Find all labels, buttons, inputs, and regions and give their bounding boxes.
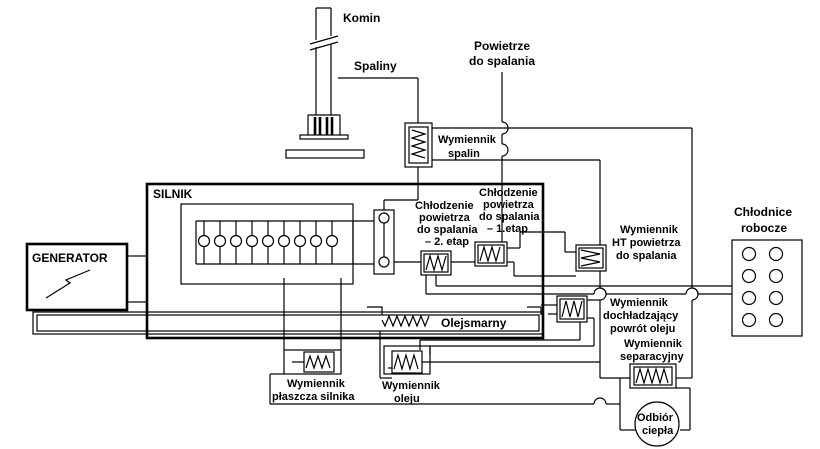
chimney	[285, 7, 365, 159]
label-chl2-1: Chłodzenie	[415, 200, 474, 212]
charge-air-cooler-stage-1	[474, 241, 508, 267]
label-generator: GENERATOR	[32, 251, 108, 265]
exhaust-hx-pipes	[432, 127, 699, 378]
exhaust-heat-exchanger	[404, 122, 433, 168]
label-chl1-1: Chłodzenie	[479, 187, 538, 199]
label-chlodnice-2: robocze	[741, 221, 787, 235]
label-wym-oleju-2: oleju	[394, 393, 420, 405]
label-chl2-2: powietrza	[419, 212, 471, 224]
label-chl1-2: powietrza	[483, 199, 535, 211]
label-spaliny: Spaliny	[354, 59, 397, 73]
label-powietrze-1: Powietrze	[474, 39, 530, 53]
label-odbior-1: Odbiór	[637, 412, 674, 424]
label-chl1-3: do spalania	[479, 211, 540, 223]
oil-heat-exchanger	[379, 331, 600, 379]
label-chl1-4: – 1.etap	[487, 223, 528, 235]
label-powietrze-2: do spalania	[469, 54, 535, 68]
air-intake-line	[501, 72, 509, 242]
label-komin: Komin	[343, 11, 380, 25]
label-olej: Olejsmarny	[441, 316, 507, 330]
label-wym-sep-2: separacyjny	[620, 351, 684, 363]
oil-aftercooler-heat-exchanger	[420, 295, 600, 355]
generator	[25, 242, 148, 312]
charge-air-piping	[425, 231, 732, 295]
label-silnik: SILNIK	[153, 187, 193, 201]
heat-consumer	[634, 401, 680, 447]
turbocharger	[353, 209, 421, 275]
engine-cylinders	[197, 221, 339, 264]
label-wym-spalin-2: spalin	[448, 148, 480, 160]
label-chl2-3: do spalania	[417, 224, 478, 236]
label-wym-oleju-1: Wymiennik	[382, 380, 441, 392]
label-wym-spalin-1: Wymiennik	[438, 134, 497, 146]
label-wym-doch-3: powrót oleju	[610, 323, 675, 335]
label-wym-sep-1: Wymiennik	[624, 338, 683, 350]
label-wym-ht-2: HT powietrza	[612, 237, 681, 249]
separation-heat-exchanger	[600, 363, 692, 431]
label-wym-plaszcza-2: płaszcza silnika	[272, 391, 355, 403]
label-chlodnice-1: Chłodnice	[734, 205, 792, 219]
label-chl2-4: – 2. etap	[425, 236, 469, 248]
label-wym-plaszcza-1: Wymiennik	[287, 378, 346, 390]
charge-air-cooler-stage-2	[420, 250, 475, 276]
process-radiators	[731, 239, 803, 337]
oil-sump	[32, 306, 544, 335]
label-odbior-2: ciepła	[642, 425, 674, 437]
label-wym-doch-1: Wymiennik	[610, 297, 669, 309]
label-wym-doch-2: dochładzający	[603, 310, 679, 322]
label-wym-ht-1: Wymiennik	[620, 224, 679, 236]
jacket-water-heat-exchanger	[269, 278, 620, 405]
label-wym-ht-3: do spalania	[616, 250, 677, 262]
ht-charge-air-heat-exchanger	[575, 244, 607, 272]
